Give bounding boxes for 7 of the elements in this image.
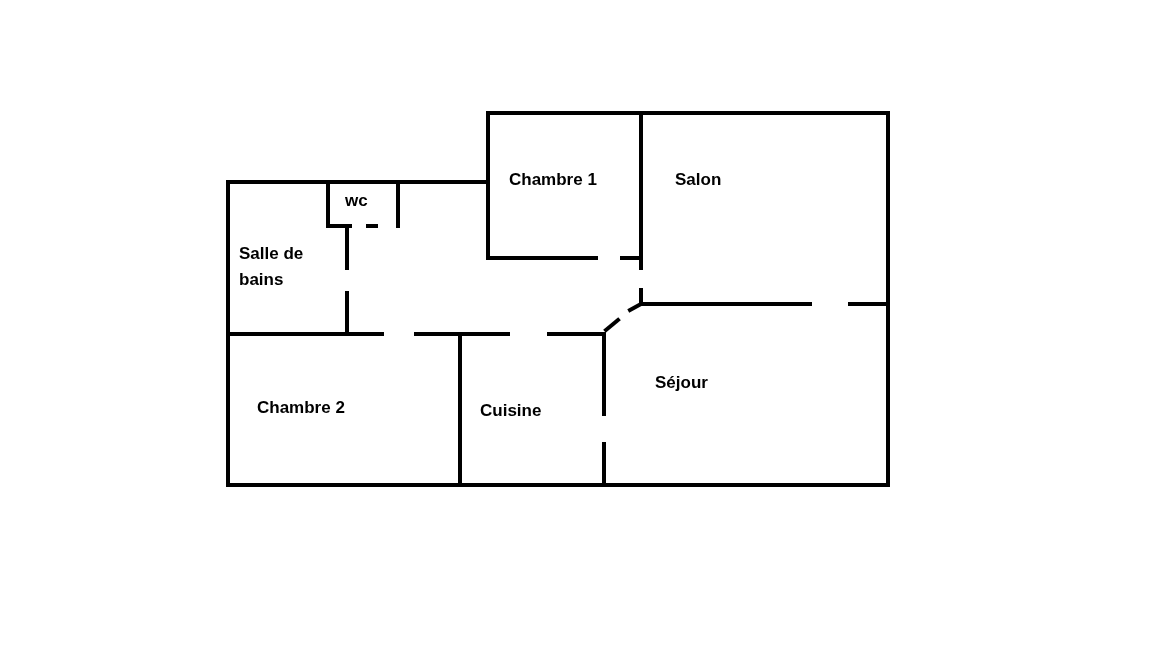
room-label: Cuisine [480,400,542,422]
room-label: Chambre 1 [509,169,597,191]
room-label: wc [345,190,368,212]
room-label: Chambre 2 [257,397,345,419]
room-label: Séjour [655,372,708,394]
room-label: Salle de bains [239,243,305,291]
room-label: Salon [675,169,722,191]
